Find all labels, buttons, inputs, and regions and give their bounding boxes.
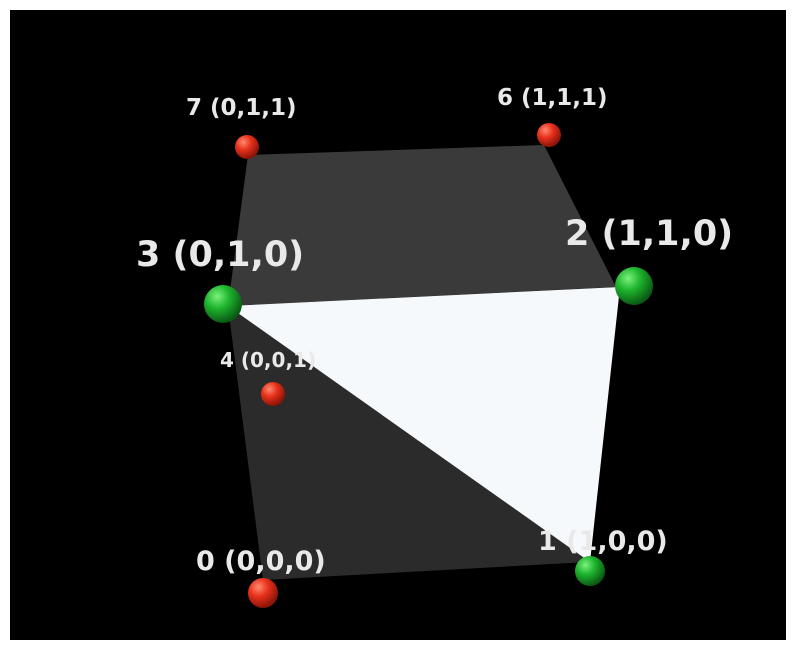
cube-scene: 7 (0,1,1) 6 (1,1,1) 3 (0,1,0) 2 (1,1,0) …: [136, 85, 733, 608]
vertex-4-label: 4 (0,0,1): [220, 348, 316, 372]
vertex-7-sphere[interactable]: [235, 135, 259, 159]
vertex-1-sphere[interactable]: [575, 556, 605, 586]
vertex-0-label: 0 (0,0,0): [196, 546, 326, 577]
vertex-6-sphere[interactable]: [537, 123, 561, 147]
highlighted-triangle: [228, 287, 620, 562]
vertex-6-label: 6 (1,1,1): [497, 85, 608, 111]
vertex-3-label: 3 (0,1,0): [136, 235, 304, 275]
vertex-3-sphere[interactable]: [204, 285, 242, 323]
vertex-4-sphere[interactable]: [261, 382, 285, 406]
vertex-2-label: 2 (1,1,0): [565, 214, 733, 254]
vertex-1-label: 1 (1,0,0): [538, 526, 668, 557]
vertex-2-sphere[interactable]: [615, 267, 653, 305]
cube-top-face: [228, 145, 616, 306]
3d-viewport: 7 (0,1,1) 6 (1,1,1) 3 (0,1,0) 2 (1,1,0) …: [10, 10, 786, 640]
vertex-0-sphere[interactable]: [248, 578, 278, 608]
vertex-7-label: 7 (0,1,1): [186, 95, 297, 121]
